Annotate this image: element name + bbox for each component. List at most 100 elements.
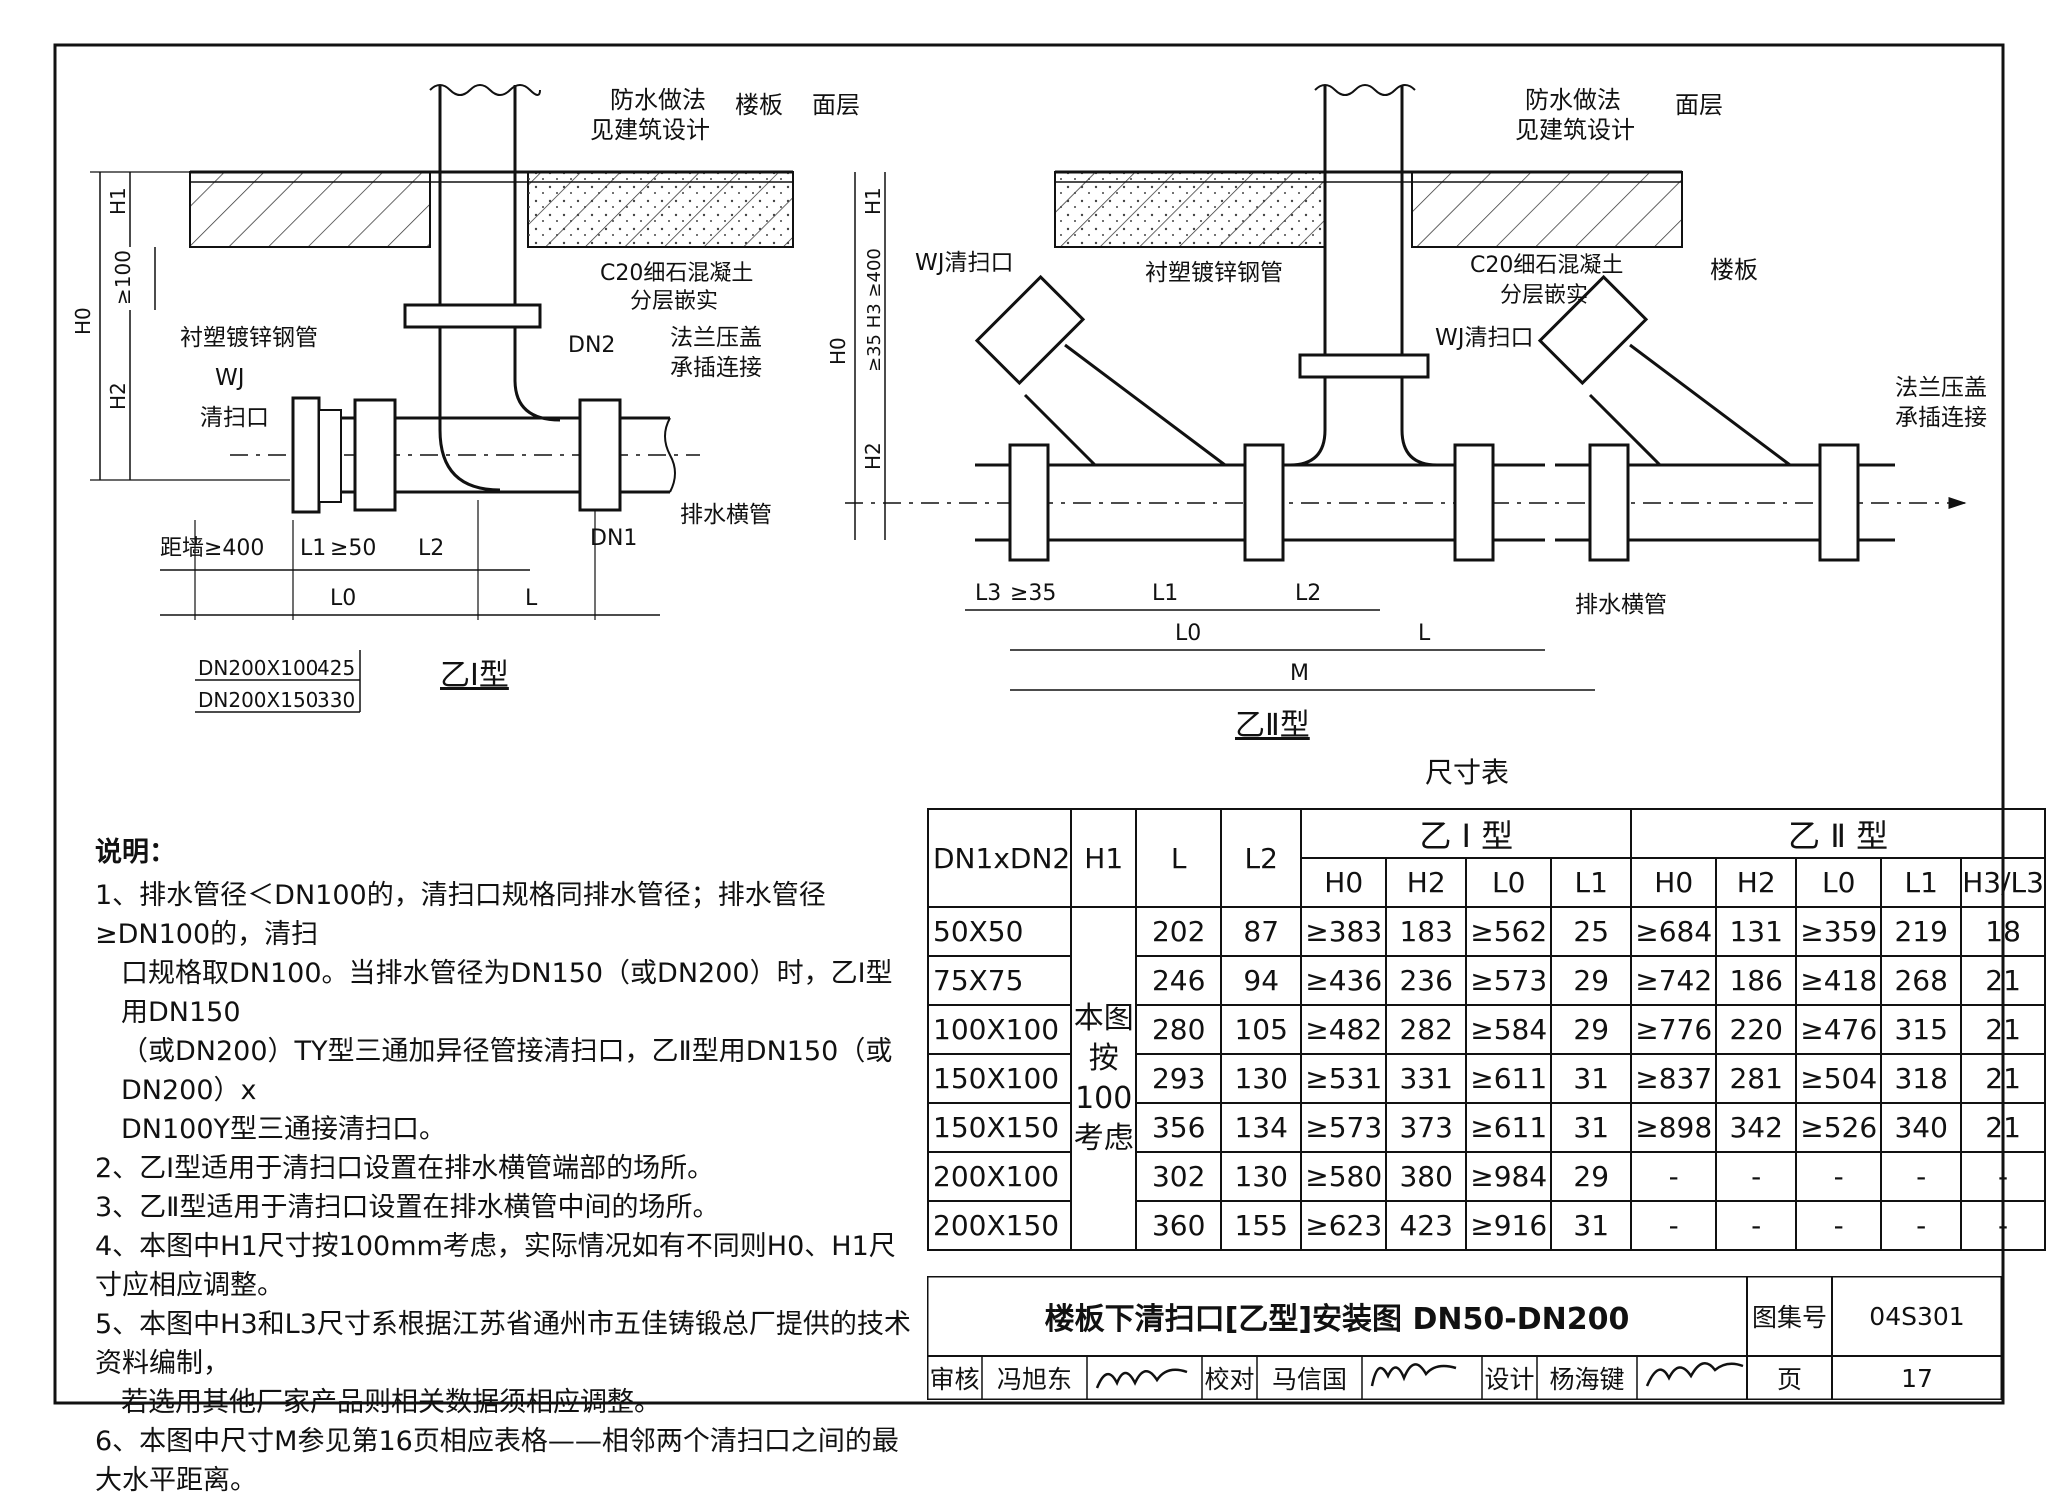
header-type1: 乙 Ⅰ 型 <box>1300 808 1633 859</box>
table-cell: 50X50 <box>926 906 1073 957</box>
note-1-line-4: DN100Y型三通接清扫口。 <box>121 1114 447 1145</box>
table-cell: ≥684 <box>1630 906 1718 957</box>
wj-cleanout-1 <box>974 274 1086 386</box>
label-ge35: ≥35 <box>1010 581 1056 606</box>
table-cell: 186 <box>1715 955 1798 1006</box>
cleanout-flange <box>318 409 342 503</box>
table-cell: 282 <box>1385 1004 1468 1055</box>
label-c20-2: 分层嵌实 <box>630 289 718 314</box>
header-l: L <box>1135 808 1223 908</box>
type1-title: 乙Ⅰ型 <box>440 658 509 693</box>
label-flange-2: 承插连接 <box>1895 405 1987 431</box>
table-cell: 131 <box>1715 906 1798 957</box>
table-cell: 31 <box>1550 1200 1633 1251</box>
floor-slab-right-b <box>1411 171 1683 248</box>
type2-title: 乙Ⅱ型 <box>1235 708 1310 743</box>
dn200x150-label: DN200X150 <box>198 688 318 712</box>
dimension-table: DN1xDN2 H1 L L2 乙 Ⅰ 型 乙 Ⅱ 型 H0 H2 L0 L1 … <box>926 808 2046 1251</box>
design-label: 设计 <box>1484 1365 1535 1394</box>
table-cell: 150X100 <box>926 1053 1073 1104</box>
wj-cleanout-plug <box>291 396 321 514</box>
label-h0: H0 <box>71 307 95 335</box>
table-cell: - <box>1880 1200 1963 1251</box>
table-cell: 373 <box>1385 1102 1468 1153</box>
label-floor-slab: 楼板 <box>1710 256 1758 284</box>
table-cell: 21 <box>1960 1102 2046 1153</box>
table-cell: 200X100 <box>926 1151 1073 1202</box>
riser-flange <box>1298 353 1430 379</box>
table-cell: 318 <box>1880 1053 1963 1104</box>
h1-note-line: 本图 <box>1073 1000 1134 1036</box>
label-l0: L0 <box>1175 621 1201 646</box>
label-waterproof-2: 见建筑设计 <box>1515 116 1635 144</box>
note-3: 3、乙Ⅱ型适用于清扫口设置在排水横管中间的场所。 <box>95 1192 720 1223</box>
table-cell: - <box>1630 1200 1718 1251</box>
dn200x100-label: DN200X100 <box>198 656 318 680</box>
table-cell: 150X150 <box>926 1102 1073 1153</box>
table-caption: 尺寸表 <box>1425 756 1509 789</box>
table-cell: - <box>1960 1200 2046 1251</box>
label-h1: H1 <box>861 187 885 215</box>
table-cell: 29 <box>1550 1004 1633 1055</box>
table-cell: ≥562 <box>1465 906 1553 957</box>
label-h3: ≥35 H3 ≥400 <box>864 248 885 372</box>
table-cell: ≥623 <box>1300 1200 1388 1251</box>
detail-type-1: 防水做法 见建筑设计 楼板 面层 C20细石混凝土 分层嵌实 衬塑镀锌钢管 WJ… <box>71 84 860 713</box>
label-wj-cleanout-1: WJ清扫口 <box>915 250 1014 276</box>
sub-h0: H0 <box>1630 857 1718 908</box>
label-ge50: ≥50 <box>330 536 376 561</box>
label-c20: C20细石混凝土 <box>1470 253 1623 278</box>
table-cell: - <box>1630 1151 1718 1202</box>
atlas-number: 04S301 <box>1869 1301 1965 1331</box>
riser-flange <box>403 303 542 329</box>
table-cell: 134 <box>1220 1102 1303 1153</box>
label-l0: L0 <box>330 586 356 611</box>
table-cell: ≥436 <box>1300 955 1388 1006</box>
atlas-label: 图集号 <box>1751 1303 1827 1332</box>
table-cell: - <box>1715 1151 1798 1202</box>
table-cell: ≥584 <box>1465 1004 1553 1055</box>
label-flange-2: 承插连接 <box>670 355 762 381</box>
table-cell: 105 <box>1220 1004 1303 1055</box>
table-cell: 21 <box>1960 1004 2046 1055</box>
table-cell: 236 <box>1385 955 1468 1006</box>
table-cell: 246 <box>1135 955 1223 1006</box>
elbow-outer <box>438 429 501 492</box>
detail-type-2: 防水做法 见建筑设计 面层 楼板 C20细石混凝土 分层嵌实 WJ清扫口 WJ清… <box>826 84 1987 789</box>
checker-name: 马信国 <box>1271 1365 1347 1394</box>
table-cell: ≥476 <box>1795 1004 1883 1055</box>
table-cell: ≥573 <box>1465 955 1553 1006</box>
h1-note-line: 按100 <box>1075 1040 1133 1116</box>
dn200x150-value: 330 <box>317 688 355 712</box>
sheet-border <box>53 43 2005 1405</box>
note-1-line-1: 1、排水管径＜DN100的，清扫口规格同排水管径；排水管径≥DN100的，清扫 <box>95 880 826 950</box>
label-l1: L1 <box>1152 581 1178 606</box>
table-cell: ≥916 <box>1465 1200 1553 1251</box>
table-cell: ≥531 <box>1300 1053 1388 1104</box>
sub-l1: L1 <box>1550 857 1633 908</box>
table-cell: 360 <box>1135 1200 1223 1251</box>
table-cell: ≥359 <box>1795 906 1883 957</box>
header-dn: DN1xDN2 <box>926 808 1073 908</box>
table-cell: 340 <box>1880 1102 1963 1153</box>
note-4: 4、本图中H1尺寸按100mm考虑，实际情况如有不同则H0、H1尺寸应相应调整。 <box>95 1231 896 1301</box>
label-drain: 排水横管 <box>680 502 772 528</box>
table-cell: ≥898 <box>1630 1102 1718 1153</box>
label-l: L <box>525 586 538 611</box>
table-cell: ≥742 <box>1630 955 1718 1006</box>
table-cell: - <box>1715 1200 1798 1251</box>
table-cell: 31 <box>1550 1102 1633 1153</box>
table-cell: 18 <box>1960 906 2046 957</box>
coupling-2 <box>578 398 622 512</box>
signature-designer <box>1645 1362 1744 1387</box>
sub-l0: L0 <box>1795 857 1883 908</box>
label-cleanout: 清扫口 <box>200 405 269 431</box>
table-cell: 25 <box>1550 906 1633 957</box>
label-l2: L2 <box>418 536 444 561</box>
